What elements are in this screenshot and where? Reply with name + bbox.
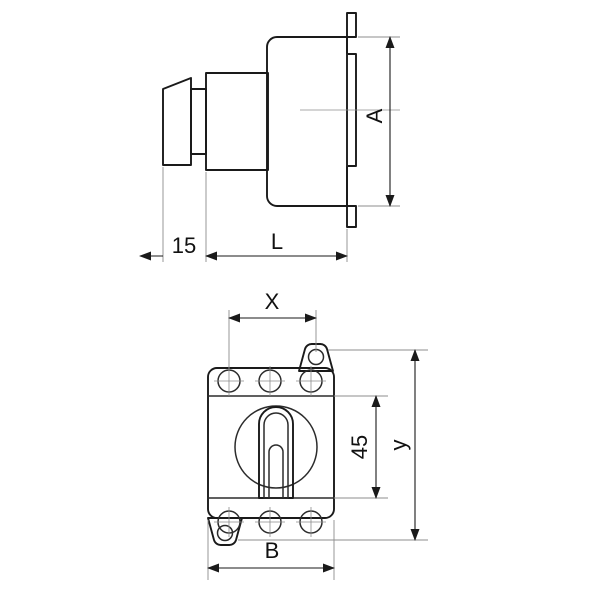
mounting-ear-top-right [298,343,334,372]
knob-cap-outline [162,77,192,166]
switch-body-outline [266,36,348,207]
front-view-group: X B 45 y [207,289,428,580]
side-view-group: 15 L A [139,12,400,262]
knob-lever-outer [258,406,294,499]
bushing-block-outline [205,72,269,171]
dim-A-label: A [362,108,387,123]
knob-lever-inner [263,412,289,499]
knob-collar-outline [190,88,207,155]
dim-X-label: X [265,289,280,314]
dim-45-label: 45 [347,435,372,459]
mounting-ear-bottom-left [207,517,243,546]
dim-B-label: B [265,538,280,563]
knob-pointer-slot [268,444,284,499]
mounting-flange-outline [346,12,357,228]
dim-y-label: y [386,440,411,451]
knob-base-disc [234,405,318,489]
dim-L-label: L [271,229,283,254]
dim-15-label: 15 [172,233,196,258]
front-plate-outline [207,367,335,519]
hole-center-marks [214,366,326,537]
